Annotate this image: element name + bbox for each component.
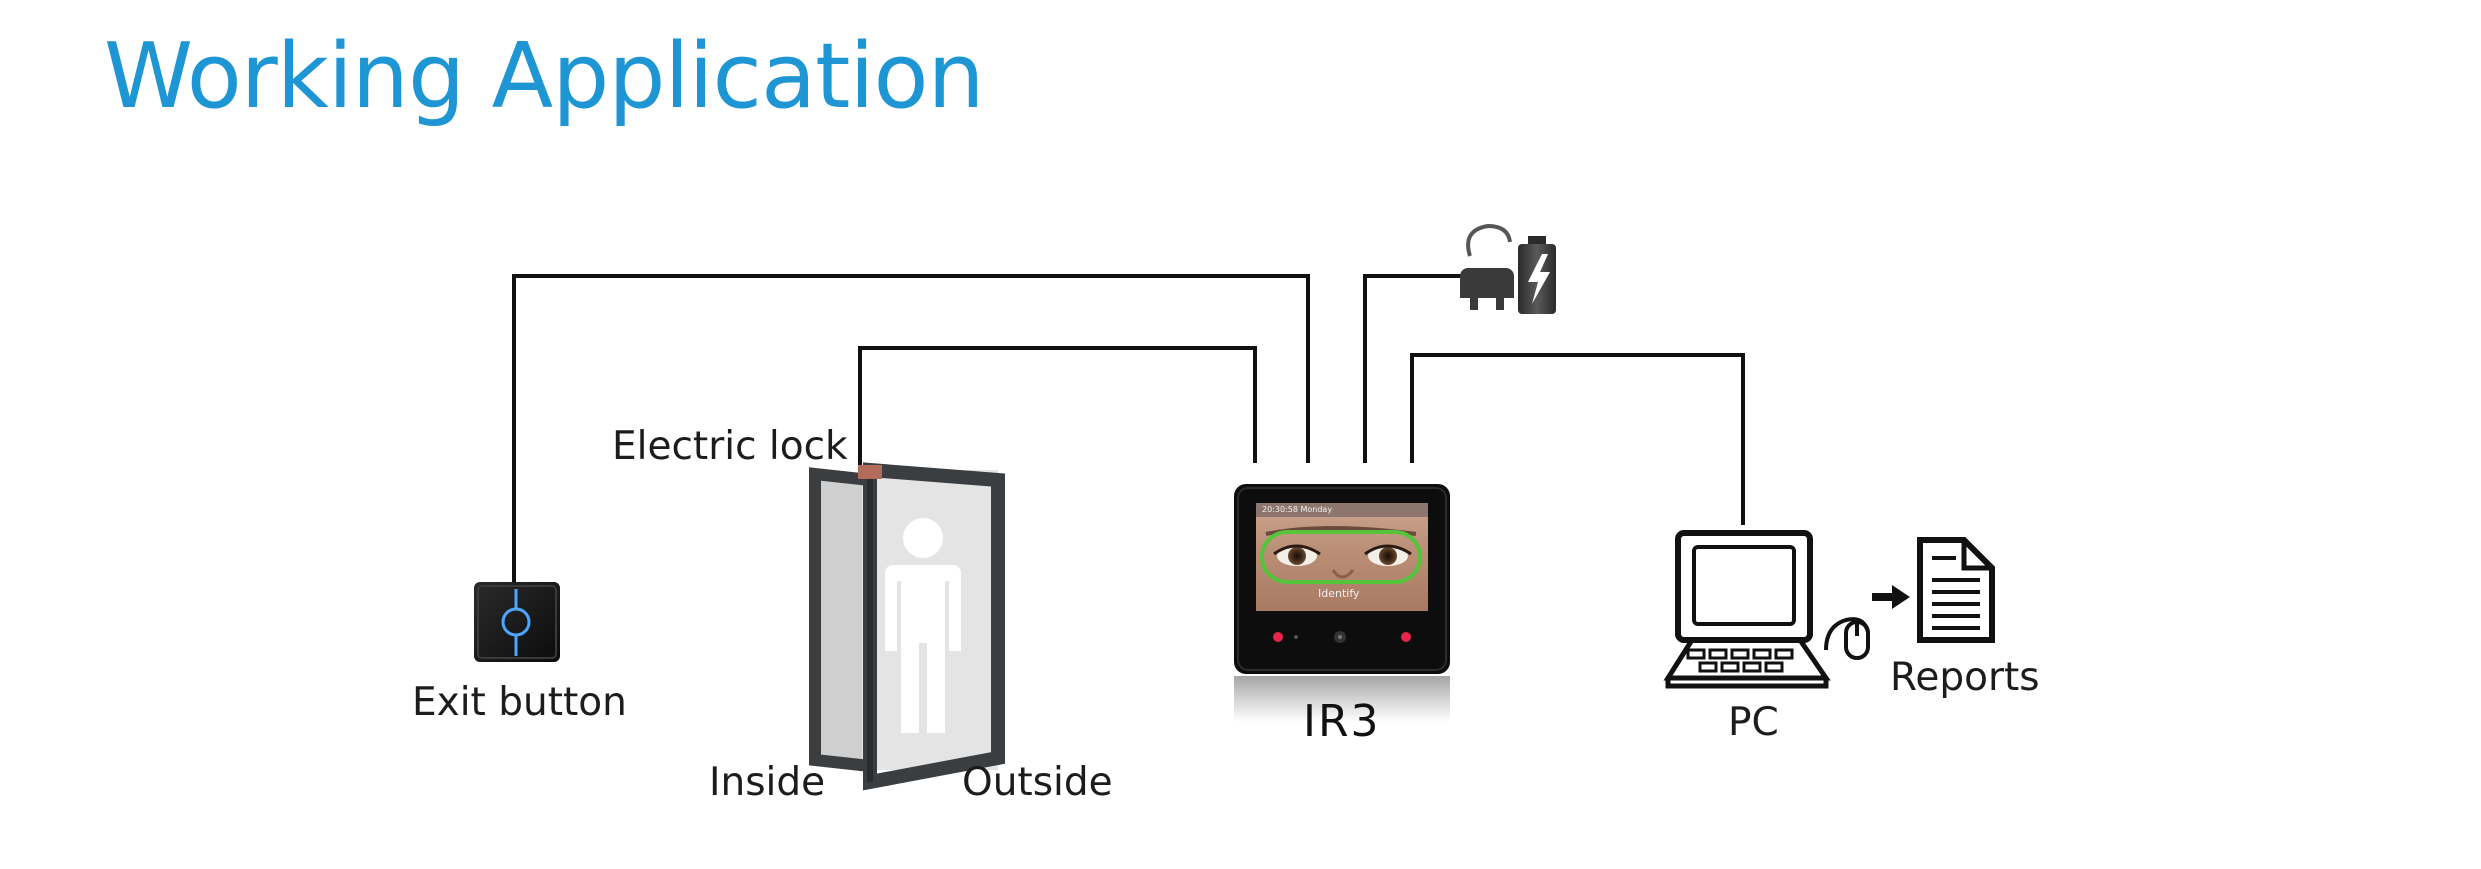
exit-button-icon [474,582,560,662]
device-screen [1256,503,1428,611]
exit-button-label: Exit button [412,680,627,725]
device-status: Identify [1318,587,1360,600]
power-plug-icon [1460,223,1514,310]
reports-label: Reports [1890,655,2040,700]
device-label: IR3 [1303,696,1381,747]
pc-label: PC [1728,700,1779,745]
wire-pc [1410,353,1745,525]
wire-electric-lock [858,346,1257,466]
arrow-icon [1872,585,1910,609]
outside-label: Outside [962,760,1113,805]
mouse-icon [1824,617,1870,660]
device-clock: 20:30:58 Monday [1262,505,1333,514]
person-icon [885,518,961,733]
computer-icon [1663,530,1831,689]
page-title: Working Application [104,24,985,129]
wires [512,274,1745,582]
wire-exit-button [512,274,1310,582]
wire-power [1363,274,1464,463]
inside-label: Inside [709,760,826,805]
electric-lock-label: Electric lock [612,424,848,469]
door-icon [809,462,1005,791]
battery-icon [1518,236,1556,314]
terminal-device [1234,484,1450,722]
report-document-icon [1917,537,1995,643]
